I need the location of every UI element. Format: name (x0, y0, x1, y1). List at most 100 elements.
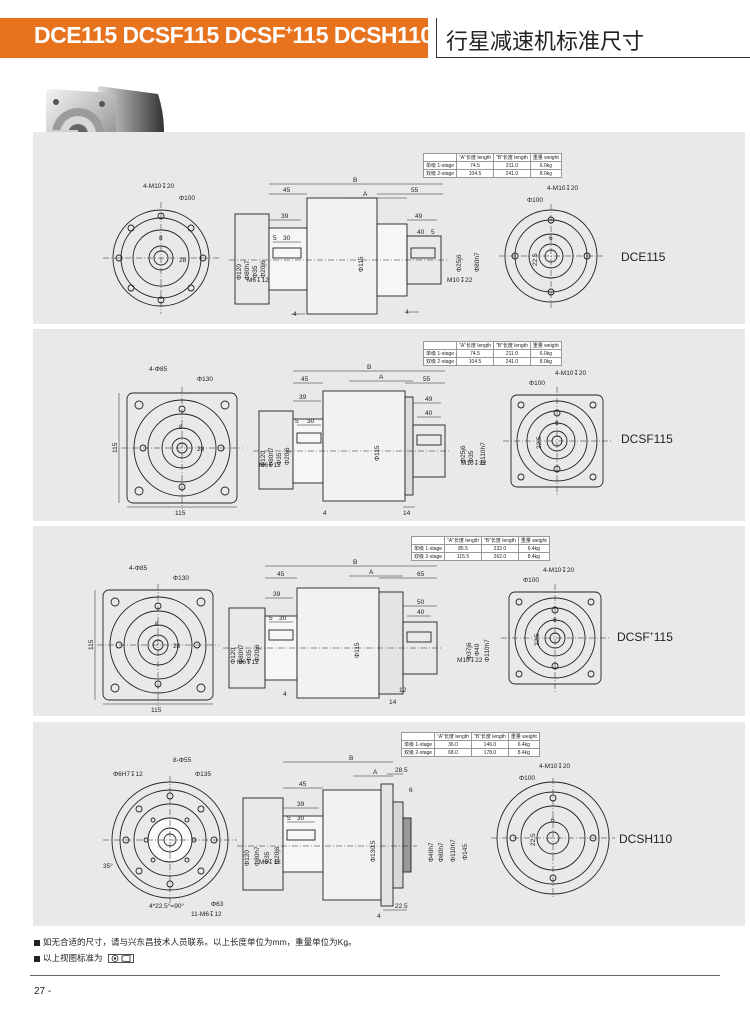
rear-view (499, 204, 603, 308)
label-pcd: Φ100 (179, 195, 195, 202)
label-height: 28 (179, 257, 187, 264)
label-holes: 8-Φ55 (173, 757, 192, 764)
label-a: A (373, 769, 378, 776)
label-holes-rear: 4-M10↧20 (543, 566, 574, 574)
label-45: 45 (299, 781, 307, 788)
label-4: 4 (283, 691, 287, 698)
label-pcd-rear: Φ100 (529, 380, 545, 387)
label-49: 49 (415, 213, 423, 220)
label-key-rear: 6 (553, 617, 557, 624)
label-height: 28 (197, 446, 205, 453)
page-number: 27 - (34, 986, 52, 997)
label-30: 30 (279, 615, 287, 622)
label-4: 4 (377, 913, 381, 920)
header-underline (436, 57, 750, 58)
label-b: B (353, 559, 357, 566)
label-6: 6 (409, 787, 413, 794)
label-taps: 11-M6↧12 (191, 910, 222, 918)
label-holes: 4-Φ85 (149, 366, 168, 373)
label-49: 49 (425, 396, 433, 403)
label-m6: M6↧12 (247, 276, 269, 284)
label-h-rear: 22.5 (532, 253, 539, 266)
label-d110: Φ110h7 (484, 639, 491, 662)
label-key: 8 (159, 235, 163, 242)
bullet-icon (34, 955, 40, 962)
note-units: 如无合适的尺寸，请与兴东昌技术人员联系。以上长度单位为mm，重量单位为Kg。 (34, 936, 357, 948)
label-39: 39 (273, 591, 281, 598)
label-a: A (369, 569, 374, 576)
label-d115: Φ115 (374, 445, 381, 461)
projection-symbol-icon (107, 954, 134, 964)
label-115h: 115 (175, 510, 186, 517)
header-bar (0, 18, 428, 58)
label-d40: Φ40h7 (428, 842, 435, 862)
label-4: 4 (323, 510, 327, 517)
label-d145: Φ145 (462, 844, 469, 860)
label-holes-rear: 4-M10↧20 (547, 184, 578, 192)
label-45: 45 (277, 571, 285, 578)
label-4b: 4 (405, 309, 409, 316)
label-d120: Φ120 (260, 451, 267, 467)
label-d130: Φ130.5 (370, 840, 377, 862)
label-d35: Φ35 (276, 452, 283, 465)
footer-rule (30, 975, 720, 976)
label-b: B (353, 177, 357, 184)
header-subtitle: 行星减速机标准尺寸 (446, 29, 645, 54)
label-45: 45 (301, 376, 309, 383)
label-d63: Φ63 (211, 901, 224, 908)
label-40: 40 (417, 229, 425, 236)
label-45: 45 (283, 187, 291, 194)
label-d80b: Φ80h7 (438, 842, 445, 862)
label-d80: Φ80h7 (244, 260, 251, 280)
label-12: 12 (399, 687, 407, 694)
label-m10: M10↧22 (461, 459, 487, 467)
label-key-rear: 6 (549, 235, 553, 242)
label-d110: Φ110h7 (450, 839, 457, 862)
label-h-rear: 22.5 (536, 436, 543, 449)
label-d115: Φ115 (354, 642, 361, 658)
label-5: 5 (295, 418, 299, 425)
label-pcd: Φ135 (195, 771, 211, 778)
label-d40: Φ40 (474, 643, 481, 656)
label-30: 30 (283, 235, 291, 242)
label-14: 14 (389, 699, 397, 706)
front-view (103, 202, 219, 314)
label-angle: 35° (103, 862, 113, 870)
label-m6: M6↧12 (259, 858, 281, 866)
label-key-rear: 6 (551, 817, 555, 824)
side-view (223, 565, 443, 699)
label-39: 39 (281, 213, 289, 220)
label-115h: 115 (151, 707, 162, 714)
label-65: 65 (417, 571, 425, 578)
label-d35: Φ35 (246, 649, 253, 662)
label-m6: M6↧12 (237, 658, 259, 666)
label-holes-rear: 4-M10↧20 (539, 762, 570, 770)
label-115v: 115 (112, 442, 119, 453)
front-view (103, 776, 237, 904)
side-view (237, 761, 417, 911)
model-label: DCSF+115 (617, 630, 673, 644)
label-d115: Φ115 (358, 256, 365, 272)
label-22-5: 22.5 (395, 903, 408, 910)
label-4a: 4 (293, 311, 297, 318)
label-5b: 5 (431, 229, 435, 236)
side-view (253, 370, 451, 508)
label-40: 40 (425, 410, 433, 417)
label-d80: Φ80h7 (268, 447, 275, 467)
label-d120: Φ120 (236, 264, 243, 280)
drawing-dcsf115: 4-Φ85 Φ130 115 8 28 115 B A 45 55 (112, 364, 611, 517)
label-d35: Φ35 (264, 851, 271, 864)
label-39: 39 (297, 801, 305, 808)
label-d35b: Φ35 (468, 450, 475, 463)
label-holes: 4-Φ85 (129, 565, 148, 572)
label-m10: M10↧22 (447, 276, 473, 284)
label-d20: Φ20j6 (274, 846, 281, 864)
label-30: 30 (307, 418, 315, 425)
label-d120: Φ120 (244, 850, 251, 866)
label-angles: 4*22.5°=90° (149, 902, 184, 910)
